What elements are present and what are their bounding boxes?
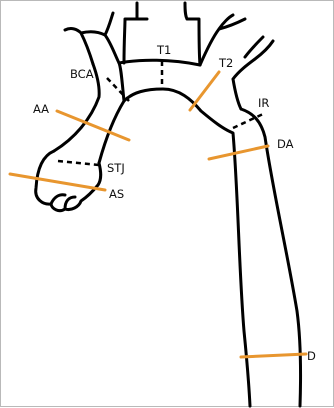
bca-boundary — [107, 78, 129, 101]
label-bca: BCA — [70, 67, 94, 81]
aa-measurement-line — [57, 111, 129, 140]
aorta-outline — [36, 3, 301, 406]
t2-measurement-line — [190, 72, 219, 110]
sinus-lobe-lines — [51, 195, 75, 209]
descending-aorta-outer-wall — [241, 109, 301, 406]
da-measurement-line — [209, 146, 268, 159]
label-aa: AA — [33, 102, 49, 116]
label-stj: STJ — [107, 161, 125, 175]
d-measurement-line — [241, 354, 306, 357]
label-da: DA — [277, 137, 294, 151]
label-as: AS — [109, 187, 124, 201]
label-ir: IR — [258, 96, 269, 110]
arch-upper-wall — [119, 60, 200, 65]
label-d: D — [307, 349, 316, 363]
label-t2: T2 — [218, 56, 233, 70]
subclavian-branch — [200, 15, 273, 109]
as-measurement-line — [10, 174, 105, 190]
label-t1: T1 — [156, 43, 171, 57]
stj-boundary — [58, 161, 99, 165]
